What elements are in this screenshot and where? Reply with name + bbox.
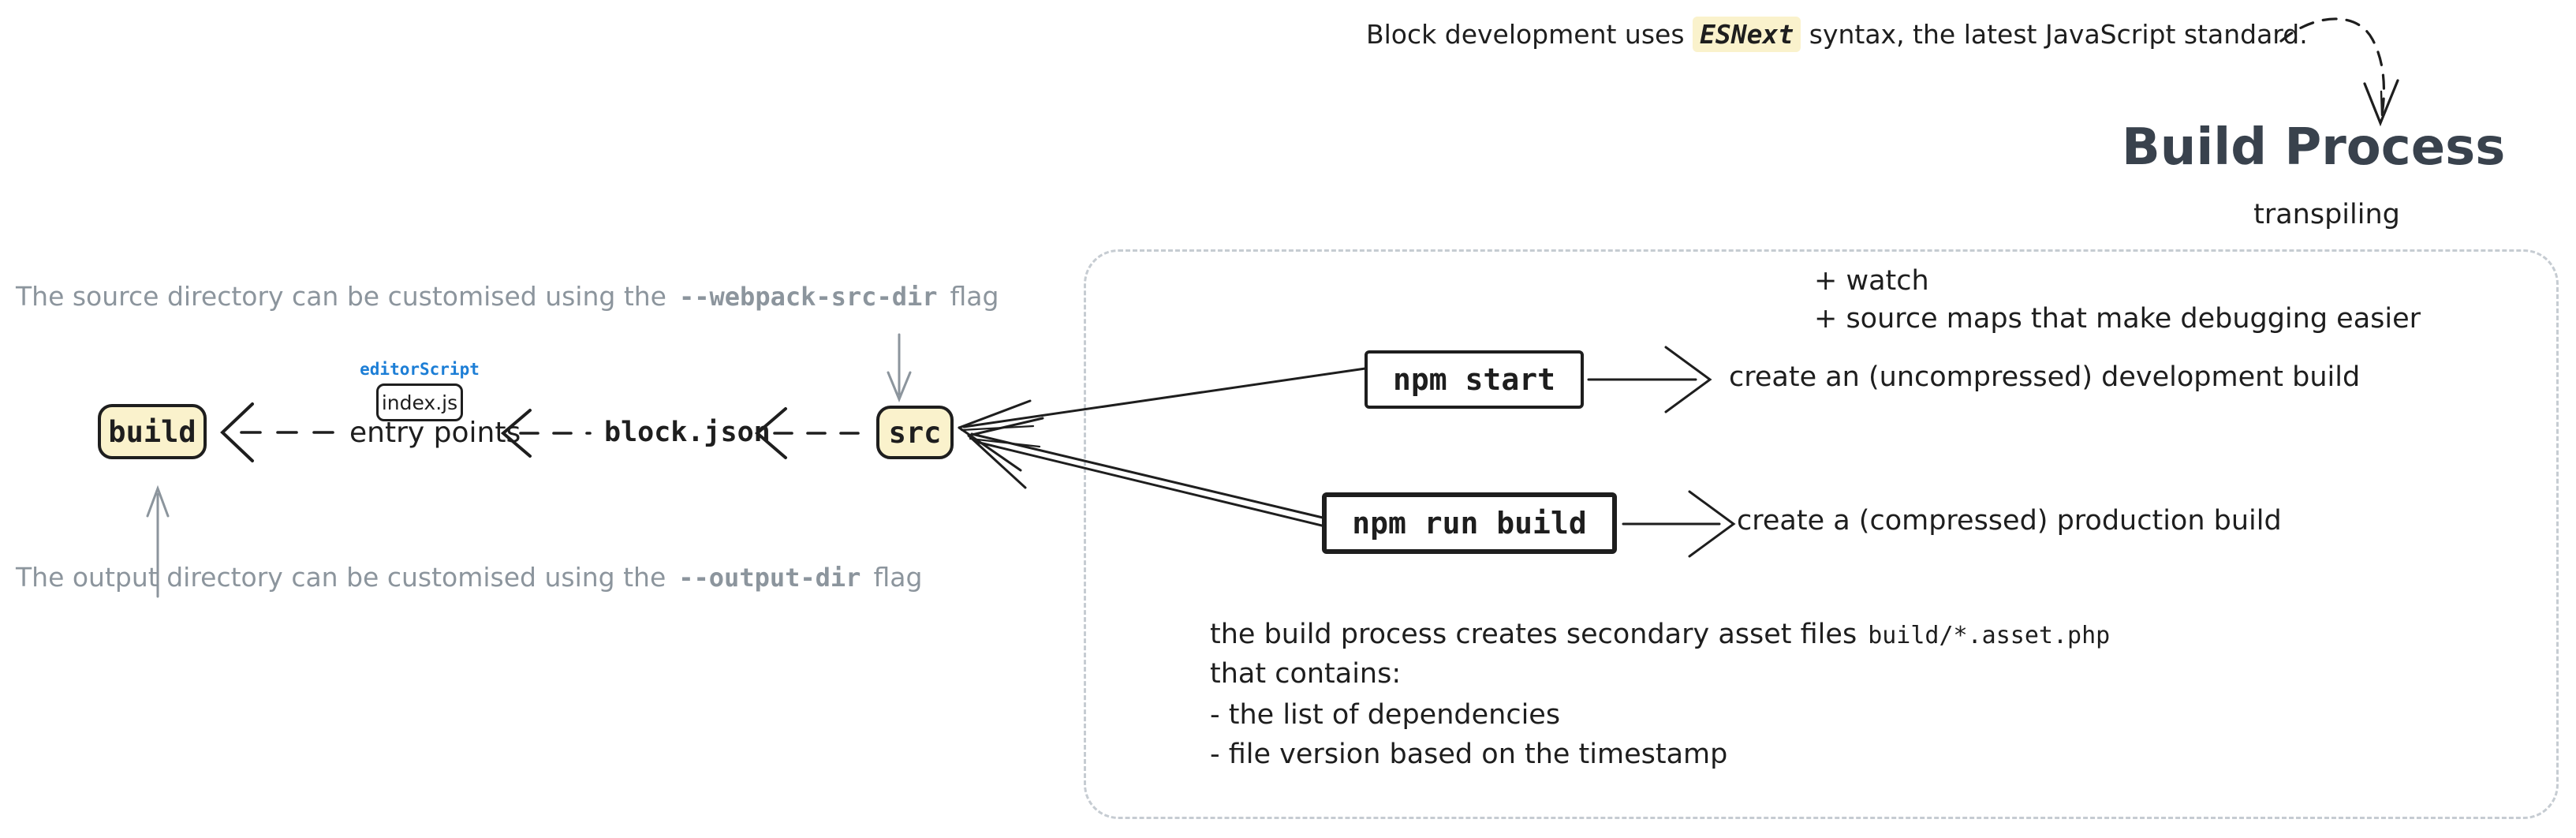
- asset-note-line1: the build process creates secondary asse…: [1210, 619, 2110, 650]
- index-js-node: index.js: [376, 383, 463, 421]
- output-dir-note-pre: The output directory can be customised u…: [16, 562, 666, 593]
- asset-note-item: - the list of dependencies: [1210, 699, 1561, 731]
- output-dir-note: The output directory can be customised u…: [16, 562, 922, 593]
- source-dir-note: The source directory can be customised u…: [16, 281, 999, 312]
- esnext-highlight: ESNext: [1693, 17, 1801, 52]
- editor-script-label: editorScript: [360, 360, 480, 379]
- build-dir-label: build: [108, 414, 196, 449]
- npm-start-result: create an (uncompressed) development bui…: [1729, 361, 2361, 393]
- entry-points-label: entry points: [349, 417, 521, 449]
- npm-run-build-node: npm run build: [1322, 492, 1617, 554]
- asset-note-line1-text: the build process creates secondary asse…: [1210, 619, 1857, 650]
- npm-run-build-label: npm run build: [1352, 506, 1587, 541]
- page-subtitle: transpiling: [2253, 199, 2400, 230]
- esnext-note-post: syntax, the latest JavaScript standard.: [1809, 19, 2308, 50]
- asset-note-line2: that contains:: [1210, 658, 1402, 690]
- esnext-note-pre: Block development uses: [1366, 19, 1685, 50]
- dashed-curved-arrow-icon: [2279, 17, 2399, 127]
- right-arrow-icon: [1587, 346, 1712, 413]
- npm-start-node: npm start: [1365, 350, 1584, 409]
- asset-note-item: - file version based on the timestamp: [1210, 739, 1728, 770]
- dashed-left-arrow-icon: [220, 402, 868, 462]
- src-dir-label: src: [888, 415, 942, 450]
- npm-run-build-result: create a (compressed) production build: [1737, 505, 2282, 537]
- esnext-note: Block development uses ESNext syntax, th…: [1366, 17, 2308, 52]
- npm-start-to-src-arrow: [958, 367, 1367, 472]
- up-arrow-icon: [146, 484, 170, 598]
- index-js-label: index.js: [381, 391, 458, 414]
- npm-start-label: npm start: [1393, 362, 1555, 397]
- block-json-label: block.json: [604, 417, 771, 448]
- output-dir-flag: --output-dir: [678, 563, 861, 593]
- down-arrow-icon: [887, 333, 912, 402]
- output-dir-note-post: flag: [873, 562, 923, 593]
- src-dir-node: src: [876, 406, 954, 459]
- npm-start-extra: + source maps that make debugging easier: [1814, 303, 2421, 335]
- source-dir-note-post: flag: [950, 281, 999, 312]
- npm-run-build-to-src-arrow: [967, 417, 1330, 529]
- build-commands-panel: [1084, 249, 2559, 819]
- asset-php-path: build/*.asset.php: [1868, 622, 2111, 649]
- build-dir-node: build: [98, 404, 207, 459]
- right-arrow-icon: [1622, 490, 1736, 558]
- npm-start-extra: + watch: [1814, 265, 1929, 297]
- source-dir-note-pre: The source directory can be customised u…: [16, 281, 666, 312]
- page-title: Build Process: [2122, 118, 2506, 177]
- webpack-src-dir-flag: --webpack-src-dir: [678, 282, 938, 312]
